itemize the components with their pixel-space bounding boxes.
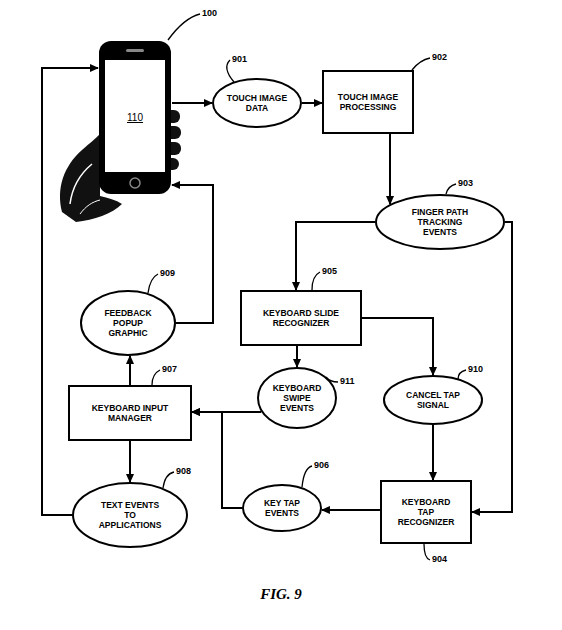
data-ellipse: FINGER PATH TRACKING EVENTS bbox=[375, 194, 505, 250]
phone-button bbox=[130, 178, 140, 188]
ellipse-shape bbox=[73, 483, 187, 547]
data-ellipse: FEEDBACK POPUP GRAPHIC bbox=[80, 290, 176, 356]
callout-number: 903 bbox=[458, 178, 473, 188]
ellipse-shape bbox=[81, 291, 175, 355]
ellipse-shape bbox=[213, 79, 301, 127]
leader-line bbox=[152, 370, 160, 385]
node-text: KEYBOARD SWIPE EVENTS bbox=[269, 383, 325, 414]
flow-arrow bbox=[322, 509, 380, 511]
flow-arrow bbox=[362, 318, 433, 375]
data-ellipse: TOUCH IMAGE DATA bbox=[212, 78, 302, 128]
callout-number: 907 bbox=[162, 364, 177, 374]
callout-number: 901 bbox=[232, 54, 247, 64]
data-ellipse: KEY TAP EVENTS bbox=[242, 484, 322, 532]
flow-arrow bbox=[42, 68, 98, 515]
flow-arrow bbox=[296, 346, 298, 367]
node-text: TOUCH IMAGE DATA bbox=[224, 93, 290, 113]
process-box: KEYBOARD TAP RECOGNIZER bbox=[380, 480, 472, 544]
process-box: KEYBOARD SLIDE RECOGNIZER bbox=[240, 290, 362, 346]
leader-line bbox=[446, 184, 456, 194]
callout-number: 110 bbox=[115, 112, 155, 124]
flow-arrow bbox=[472, 222, 512, 512]
callout-number: 908 bbox=[176, 466, 191, 476]
node-text: KEY TAP EVENTS bbox=[254, 498, 310, 518]
callout-number: 905 bbox=[322, 266, 337, 276]
callout-number: 909 bbox=[160, 268, 175, 278]
process-box: KEYBOARD INPUT MANAGER bbox=[68, 385, 192, 441]
data-ellipse: TEXT EVENTS TO APPLICATIONS bbox=[72, 482, 188, 548]
callout-number: 906 bbox=[314, 460, 329, 470]
leader-lines bbox=[148, 14, 466, 560]
node-text: KEYBOARD INPUT MANAGER bbox=[80, 403, 180, 423]
phone-speaker bbox=[126, 49, 144, 52]
ellipse-shape bbox=[243, 485, 321, 531]
data-ellipse: CANCEL TAP SIGNAL bbox=[383, 375, 483, 425]
callout-number: 100 bbox=[202, 8, 217, 18]
leader-line bbox=[424, 544, 430, 560]
ellipse-shape bbox=[384, 376, 482, 424]
node-text: KEYBOARD SLIDE RECOGNIZER bbox=[243, 308, 359, 328]
callout-number: 904 bbox=[432, 554, 447, 564]
node-text: CANCEL TAP SIGNAL bbox=[398, 390, 468, 410]
flow-arrow bbox=[192, 412, 242, 508]
leader-line bbox=[458, 370, 466, 379]
leader-line bbox=[302, 466, 312, 487]
leader-line bbox=[412, 58, 430, 70]
node-text: TOUCH IMAGE PROCESSING bbox=[328, 92, 408, 112]
node-text: KEYBOARD TAP RECOGNIZER bbox=[395, 497, 457, 528]
process-box: TOUCH IMAGE PROCESSING bbox=[322, 70, 414, 134]
flow-arrow bbox=[129, 441, 131, 482]
flow-arrow bbox=[172, 102, 212, 104]
leader-line bbox=[312, 272, 320, 290]
node-text: FINGER PATH TRACKING EVENTS bbox=[404, 207, 476, 238]
ellipse-shape bbox=[376, 195, 504, 249]
leader-line bbox=[163, 472, 174, 488]
figure-caption: FIG. 9 bbox=[0, 586, 562, 603]
callout-number: 911 bbox=[340, 376, 355, 386]
flow-arrow bbox=[302, 102, 322, 104]
flow-arrow bbox=[129, 356, 131, 385]
ellipse-shape bbox=[258, 368, 336, 428]
device-illustration: 110 bbox=[98, 40, 172, 195]
flow-arrow bbox=[432, 425, 434, 480]
leader-line bbox=[168, 14, 200, 40]
hand-highlight bbox=[70, 164, 92, 204]
flow-arrow bbox=[192, 411, 261, 413]
phone-screen bbox=[105, 60, 165, 172]
callout-number: 910 bbox=[468, 364, 483, 374]
flow-arrow bbox=[172, 185, 213, 323]
hand-highlight bbox=[80, 200, 100, 214]
phone-body bbox=[99, 41, 171, 194]
node-text: TEXT EVENTS TO APPLICATIONS bbox=[96, 500, 164, 531]
leader-line bbox=[148, 274, 158, 293]
callout-number: 902 bbox=[432, 52, 447, 62]
flow-arrow bbox=[296, 222, 375, 290]
flow-arrow bbox=[389, 134, 391, 204]
data-ellipse: KEYBOARD SWIPE EVENTS bbox=[257, 367, 337, 429]
node-text: FEEDBACK POPUP GRAPHIC bbox=[98, 308, 158, 339]
